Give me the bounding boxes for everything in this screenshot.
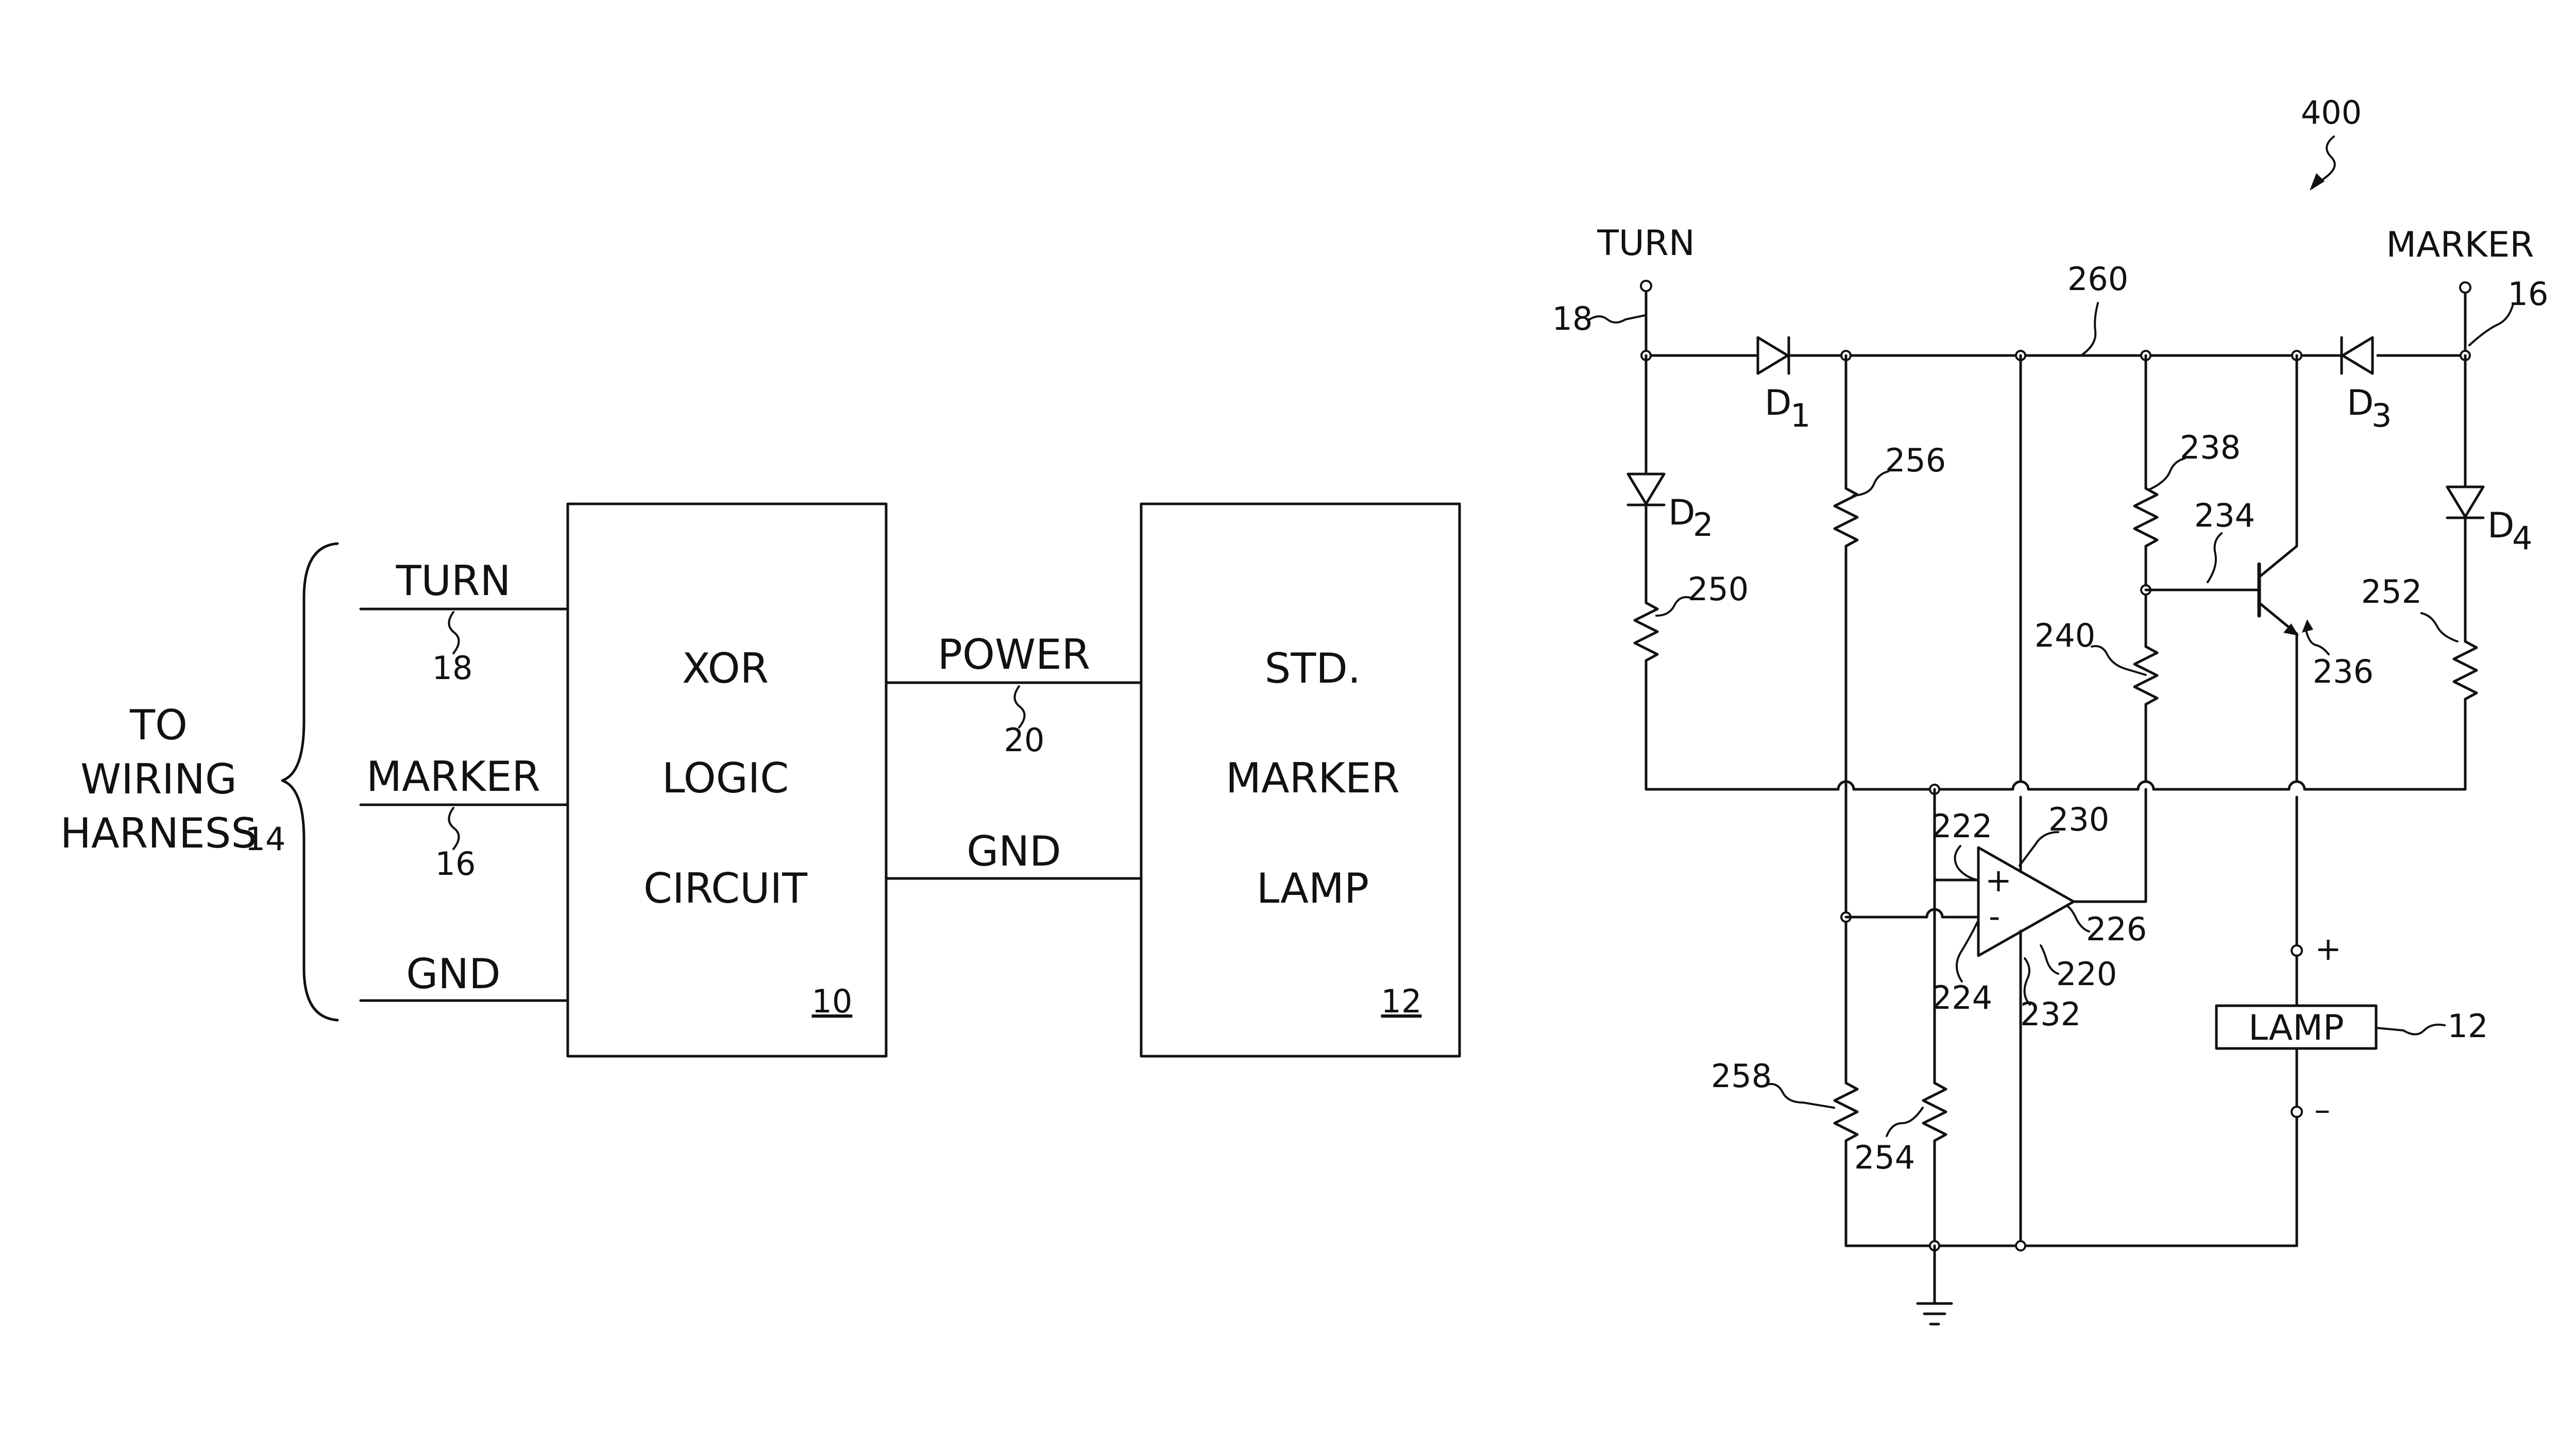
diode-d1 (1758, 337, 1789, 374)
d4-label: D (2487, 505, 2514, 546)
harness-label-line-1: TO (129, 701, 188, 749)
lamp-block-ref: 12 (1381, 983, 1422, 1020)
diode-d4 (2447, 487, 2483, 518)
transistor-emitter-ref: 236 (2313, 653, 2374, 690)
xor-line-3: CIRCUIT (643, 865, 808, 912)
transistor-emitter-leader (2307, 632, 2329, 654)
r250-leader (1656, 597, 1690, 616)
resistor-258 (1835, 1083, 1857, 1141)
harness-label-line-3: HARNESS (60, 809, 257, 857)
d1-label: D (1765, 383, 1791, 424)
marker-terminal-label: MARKER (2386, 225, 2534, 265)
marker-terminal-ref: 16 (2508, 275, 2549, 313)
turn-ref-leader (1589, 315, 1645, 323)
lamp-line-1: STD. (1265, 645, 1361, 692)
d4-sub: 4 (2512, 519, 2532, 557)
marker-input-ref: 16 (435, 845, 476, 883)
d3-sub: 3 (2371, 397, 2392, 434)
r252-leader (2421, 613, 2458, 641)
gnd-input-label: GND (406, 950, 500, 998)
power-label: POWER (938, 631, 1090, 679)
bus-ref-leader (2082, 303, 2098, 354)
lamp-plus-sign: + (2315, 930, 2342, 968)
diode-d3 (2342, 337, 2372, 374)
marker-leader (449, 808, 459, 849)
block-diagram: TO WIRING HARNESS 14 TURN 18 MARKER 16 G… (60, 504, 1460, 1056)
opamp-minus-sign: - (1989, 898, 2000, 935)
opamp-plus-ref: 222 (1931, 807, 1992, 845)
xor-line-2: LOGIC (662, 754, 789, 802)
r240-ref: 240 (2035, 617, 2095, 654)
opamp-minus-leader (1957, 922, 1977, 981)
mid-horizontal-wire (1646, 782, 2465, 789)
transistor-base-leader (2208, 533, 2222, 582)
lamp-plus-terminal (2292, 945, 2302, 956)
r258-ref: 258 (1711, 1057, 1772, 1095)
schematic: 400 TURN 18 MARKER 16 260 D 1 D 3 (1552, 94, 2549, 1324)
ground-icon (1918, 1303, 1952, 1324)
resistor-256 (1835, 488, 1857, 546)
turn-terminal-label: TURN (1597, 223, 1694, 264)
opamp-plus-leader (1955, 846, 1977, 880)
opamp-plus-sign: + (1985, 861, 2012, 899)
figure-ref: 400 (2301, 94, 2362, 131)
d2-sub: 2 (1693, 506, 1713, 544)
turn-leader (449, 612, 459, 653)
r256-ref: 256 (1885, 442, 1946, 479)
r250-ref: 250 (1688, 570, 1749, 608)
opamp-out-ref: 226 (2086, 910, 2147, 948)
r238-leader (2149, 459, 2184, 489)
harness-brace (282, 544, 337, 1020)
gnd-link-label: GND (967, 827, 1061, 875)
lamp-minus-terminal (2292, 1107, 2302, 1117)
r240-leader (2092, 646, 2146, 675)
turn-terminal-ref: 18 (1552, 300, 1593, 337)
r256-leader (1853, 471, 1888, 496)
transistor-base-ref: 234 (2194, 497, 2255, 534)
xor-block-ref: 10 (812, 983, 853, 1020)
r258-leader (1767, 1084, 1834, 1108)
harness-ref: 14 (245, 820, 286, 858)
opamp-minus-wire (1846, 909, 1978, 917)
opamp-bottom-ref: 232 (2020, 995, 2081, 1033)
turn-terminal (1641, 281, 1651, 291)
turn-input-ref: 18 (432, 649, 473, 687)
resistor-252 (2454, 641, 2477, 699)
r238-ref: 238 (2180, 429, 2241, 466)
node-ground-opamp (2016, 1241, 2025, 1250)
harness-label-line-2: WIRING (80, 755, 237, 803)
turn-input-label: TURN (396, 557, 511, 605)
figure-ref-arrowhead (2310, 173, 2325, 191)
d2-label: D (1668, 493, 1695, 533)
marker-ref-leader (2469, 304, 2513, 345)
bus-ref: 260 (2067, 260, 2128, 298)
d1-sub: 1 (1790, 397, 1810, 434)
r254-ref: 254 (1854, 1139, 1915, 1176)
transistor-collector (2259, 546, 2297, 577)
opamp-ref: 220 (2056, 955, 2117, 993)
lamp-label: LAMP (2248, 1008, 2344, 1048)
resistor-238 (2134, 488, 2157, 546)
emitter-ref-arrowhead (2302, 619, 2313, 633)
xor-line-1: XOR (682, 645, 769, 692)
lamp-minus-sign: – (2314, 1091, 2330, 1128)
opamp-minus-ref: 224 (1931, 979, 1992, 1017)
resistor-254 (1923, 1083, 1946, 1141)
power-ref: 20 (1004, 721, 1045, 759)
r254-leader (1887, 1108, 1923, 1136)
lamp-ref: 12 (2448, 1007, 2488, 1045)
marker-terminal (2460, 282, 2470, 293)
marker-input-label: MARKER (366, 753, 540, 801)
lamp-line-3: LAMP (1257, 865, 1369, 912)
d3-label: D (2347, 383, 2374, 424)
lamp-ref-leader (2376, 1025, 2445, 1035)
diode-d2 (1628, 474, 1664, 505)
lamp-line-2: MARKER (1226, 754, 1400, 802)
r252-ref: 252 (2361, 573, 2422, 611)
resistor-250 (1635, 603, 1657, 661)
